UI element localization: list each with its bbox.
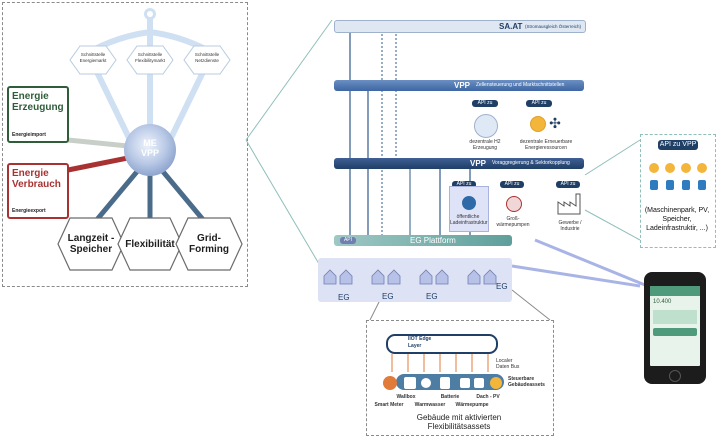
asset-wallbox: Wallbox [396, 394, 416, 400]
asset-smart-meter: Smart Meter [374, 402, 404, 408]
asset-dach-pv: Dach - PV [476, 394, 500, 400]
phone-screen[interactable]: 10.400 [650, 286, 700, 366]
charging-station-icon [462, 196, 476, 210]
api-pill-eg: API [340, 237, 356, 244]
api-vpp-pill-waerme: API zu VPP [500, 181, 524, 194]
ee-label: dezentrale Erneuerbare Energieressourcen [519, 139, 573, 151]
h2-icon [474, 114, 498, 138]
phone-chart [653, 310, 697, 324]
hex-grid-forming: Grid-Forming [189, 233, 229, 255]
callout-asset-icons [649, 163, 707, 190]
sun-icon [530, 116, 546, 132]
callout-box [640, 134, 716, 248]
vpp-bar-bottom: VPP Voraggregierung & Sektorkopplung [334, 158, 584, 169]
phone-value: 10.400 [653, 299, 672, 305]
api-vpp-pill-ee: API zu VPP [526, 100, 552, 113]
saat-sub: (Stromausgleich Österreich) [525, 24, 582, 29]
callout-text: (Maschinenpark, PV, Speicher, Ladeinfras… [644, 207, 710, 232]
hex-netzdienste: Schnittstelle Netzdienste [194, 52, 220, 63]
saat-bar: SA.AT (Stromausgleich Österreich) [334, 20, 586, 33]
energie-erzeugung-box: Energie Erzeugung Energieimport [7, 86, 69, 143]
hex-flexibilitaet: Flexibilität [125, 239, 175, 250]
left-panel [2, 2, 248, 287]
lokaler-bus-label: Localer Daten Bus [496, 358, 520, 370]
asset-waermepumpe: Wärmepumpe [455, 402, 489, 408]
energie-export-label: Energieexport [12, 208, 46, 214]
center-vpp-label: ME VPP [140, 138, 159, 158]
saat-title: SA.AT [499, 22, 523, 31]
phone-home-button[interactable] [669, 370, 681, 382]
eg-label-3: EG [426, 292, 438, 301]
hex-energiemarkt: Schnittstelle Energiemarkt [79, 52, 107, 63]
heat-pump-icon [506, 196, 522, 212]
eg-houses-icons [323, 269, 497, 285]
bus-arrows [391, 354, 489, 372]
phone-header [650, 286, 700, 296]
steuerbar-label: Steuerbare Gebäudeassets [508, 376, 545, 388]
building-footer: Gebäude mit aktivierten Flexibilitätsass… [416, 413, 502, 431]
iiot-label: IIOT Edge Layer [408, 336, 432, 349]
asset-batterie: Batterie [440, 394, 460, 400]
eg-plattform-title: EG Plattform [410, 236, 456, 245]
iiot-edge-layer: IIOT Edge Layer [386, 334, 498, 354]
left-diagram [57, 8, 243, 271]
gewerbe-label: Gewerbe / Industrie [558, 220, 582, 232]
factory-icon [557, 193, 581, 215]
wind-turbine-icon: ✣ [549, 115, 561, 131]
asset-icons [383, 376, 502, 390]
hex-flexibilitymarkt: Schnittstelle Flexibilitymarkt [135, 52, 165, 63]
eg-label-4: EG [496, 282, 508, 291]
hex-langzeit-speicher: Langzeit - Speicher [67, 233, 115, 255]
eg-label-2: EG [382, 292, 394, 301]
vpp-bar-top: VPP Zellensteuerung und Marktschnittstel… [334, 80, 584, 91]
ladeinfra-label: öffentliche Ladeinfrastruktur [450, 214, 488, 226]
h2-label: dezentrale H2 Erzeugung [469, 139, 501, 151]
eg-plattform-bar: EG Plattform [334, 235, 512, 246]
phone-button[interactable] [653, 328, 697, 336]
energie-import-label: Energieimport [12, 132, 46, 138]
vpp-top-sub: Zellensteuerung und Marktschnittstellen [476, 82, 565, 88]
vpp-bottom-title: VPP [470, 159, 487, 168]
api-vpp-pill-h2: API zu VPP [472, 100, 498, 113]
asset-warmwasser: Warmwasser [414, 402, 446, 408]
energie-verbrauch-title: Energie Verbrauch [12, 168, 61, 190]
waermepumpen-label: Groß-wärmepumpen [496, 216, 530, 228]
vpp-bottom-sub: Voraggregierung & Sektorkopplung [492, 160, 570, 166]
callout-api-pill: API zu VPP [658, 140, 698, 150]
vpp-top-title: VPP [454, 81, 471, 90]
energie-verbrauch-box: Energie Verbrauch Energieexport [7, 163, 69, 219]
energie-erzeugung-title: Energie Erzeugung [12, 91, 64, 113]
eg-label-1: EG [338, 293, 350, 302]
building-box [366, 320, 554, 436]
api-vpp-pill-gewerbe: API zu VPP [556, 181, 580, 194]
